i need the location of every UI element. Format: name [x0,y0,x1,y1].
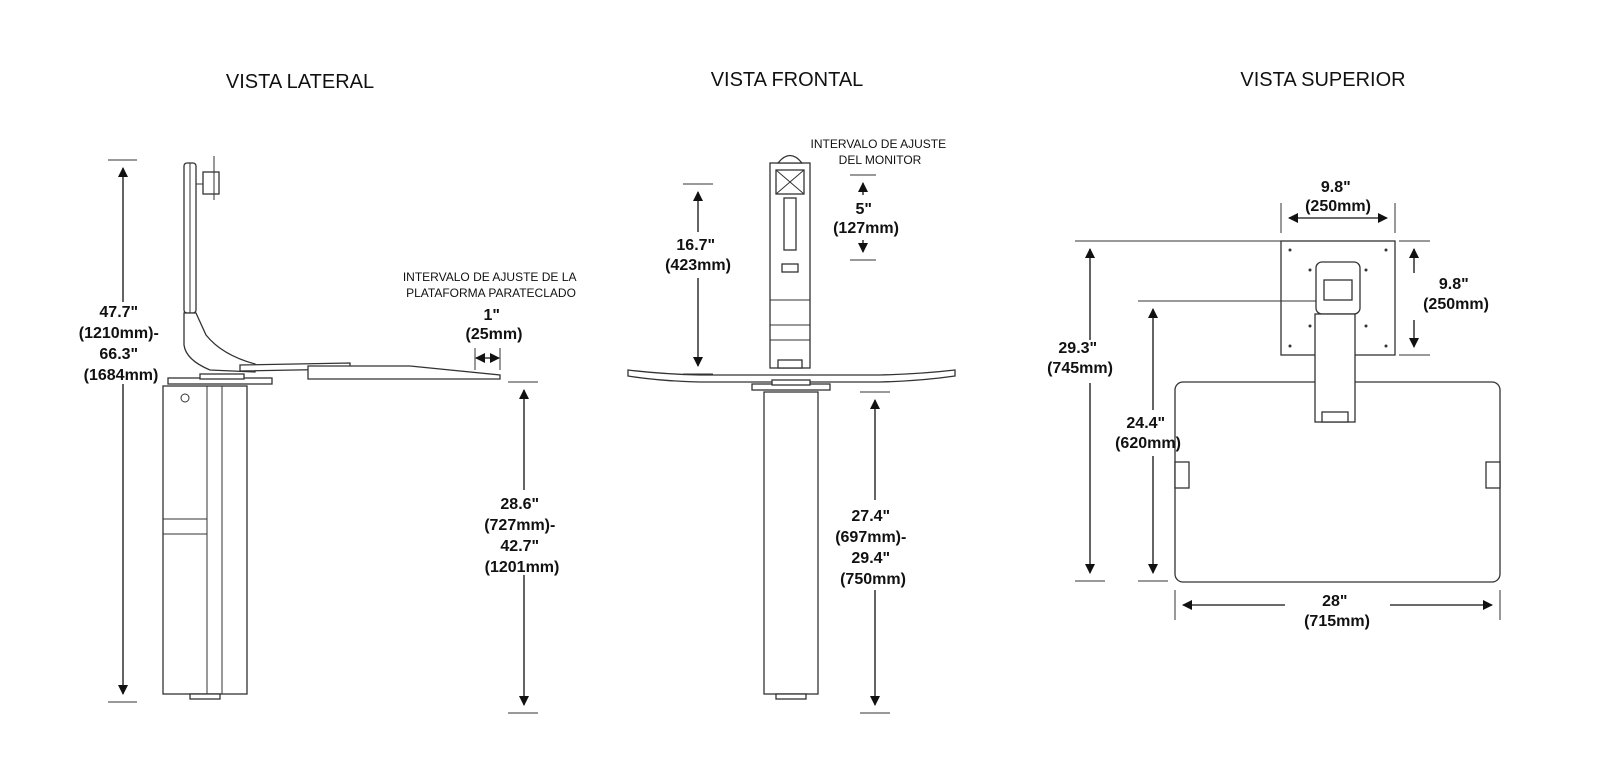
front-upper-height-label: 16.7" (423mm) [665,237,731,274]
tray-depth-label: 24.4" (620mm) [1115,415,1181,452]
width-label: 28" (715mm) [1304,593,1370,630]
monitor-range-note: INTERVALO DE AJUSTE DEL MONITOR [811,137,950,167]
top-view-title: VISTA SUPERIOR [1240,69,1405,91]
front-view-drawing: 16.7" (423mm) INTERVALO DE AJUSTE DEL MO… [627,137,956,714]
side-desk-height-label: 28.6" (727mm)- 42.7" (1201mm) [484,496,560,576]
side-view-drawing: 47.7" (1210mm)- 66.3" (1684mm) INTERVALO… [79,156,579,714]
side-total-height-label: 47.7" (1210mm)- 66.3" (1684mm) [79,304,163,384]
keyboard-range-note: INTERVALO DE AJUSTE DE LA PLATAFORMA PAR… [403,270,579,300]
keyboard-range-label: 1" (25mm) [466,307,523,343]
monitor-range-label: 5" (127mm) [833,201,899,237]
front-desk-height-label: 27.4" (697mm)- 29.4" (750mm) [835,508,911,588]
top-view-drawing: 9.8" (250mm) 9.8" (250mm) 29.3" (745mm) … [1047,179,1501,630]
front-view-title: VISTA FRONTAL [711,69,864,91]
side-view-title: VISTA LATERAL [226,71,374,93]
vesa-width-label: 9.8" (250mm) [1305,179,1371,215]
total-depth-label: 29.3" (745mm) [1047,340,1113,377]
vesa-height-label: 9.8" (250mm) [1423,276,1489,313]
